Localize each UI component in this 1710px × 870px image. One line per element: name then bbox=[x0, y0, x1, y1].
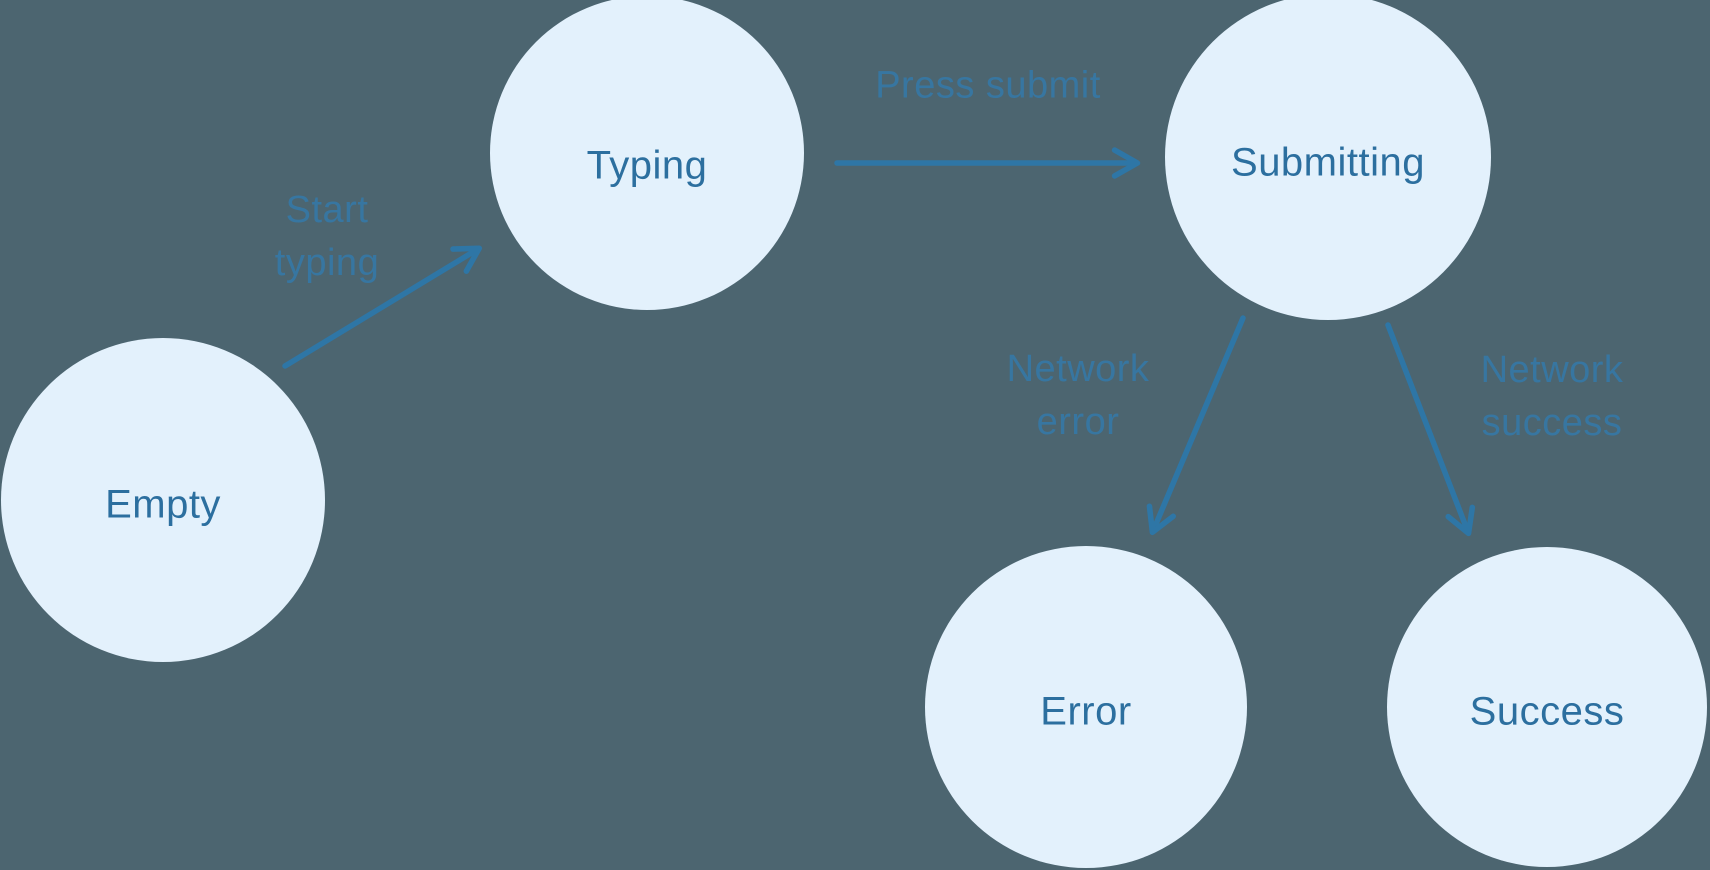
transition-label-start-typing: Start typing bbox=[274, 189, 380, 284]
transition-arrow-network-success[interactable] bbox=[1385, 322, 1476, 537]
state-node-label-empty: Empty bbox=[105, 482, 221, 527]
state-node-success[interactable] bbox=[1387, 547, 1707, 867]
state-node-error[interactable] bbox=[925, 546, 1247, 868]
state-node-label-submitting: Submitting bbox=[1231, 140, 1425, 185]
transition-arrow-network-error[interactable] bbox=[1146, 315, 1246, 536]
state-node-label-success: Success bbox=[1469, 689, 1625, 734]
state-node-submitting[interactable] bbox=[1165, 0, 1491, 320]
transition-label-network-success: Network success bbox=[1480, 349, 1624, 444]
transition-arrow-start-typing[interactable] bbox=[282, 245, 483, 369]
transition-label-press-submit: Press submit bbox=[875, 64, 1101, 107]
transition-label-network-error: Network error bbox=[1006, 348, 1150, 443]
state-node-label-error: Error bbox=[1040, 689, 1132, 734]
state-node-label-typing: Typing bbox=[586, 143, 708, 188]
state-node-empty[interactable] bbox=[1, 338, 325, 662]
state-node-typing[interactable] bbox=[490, 0, 804, 310]
